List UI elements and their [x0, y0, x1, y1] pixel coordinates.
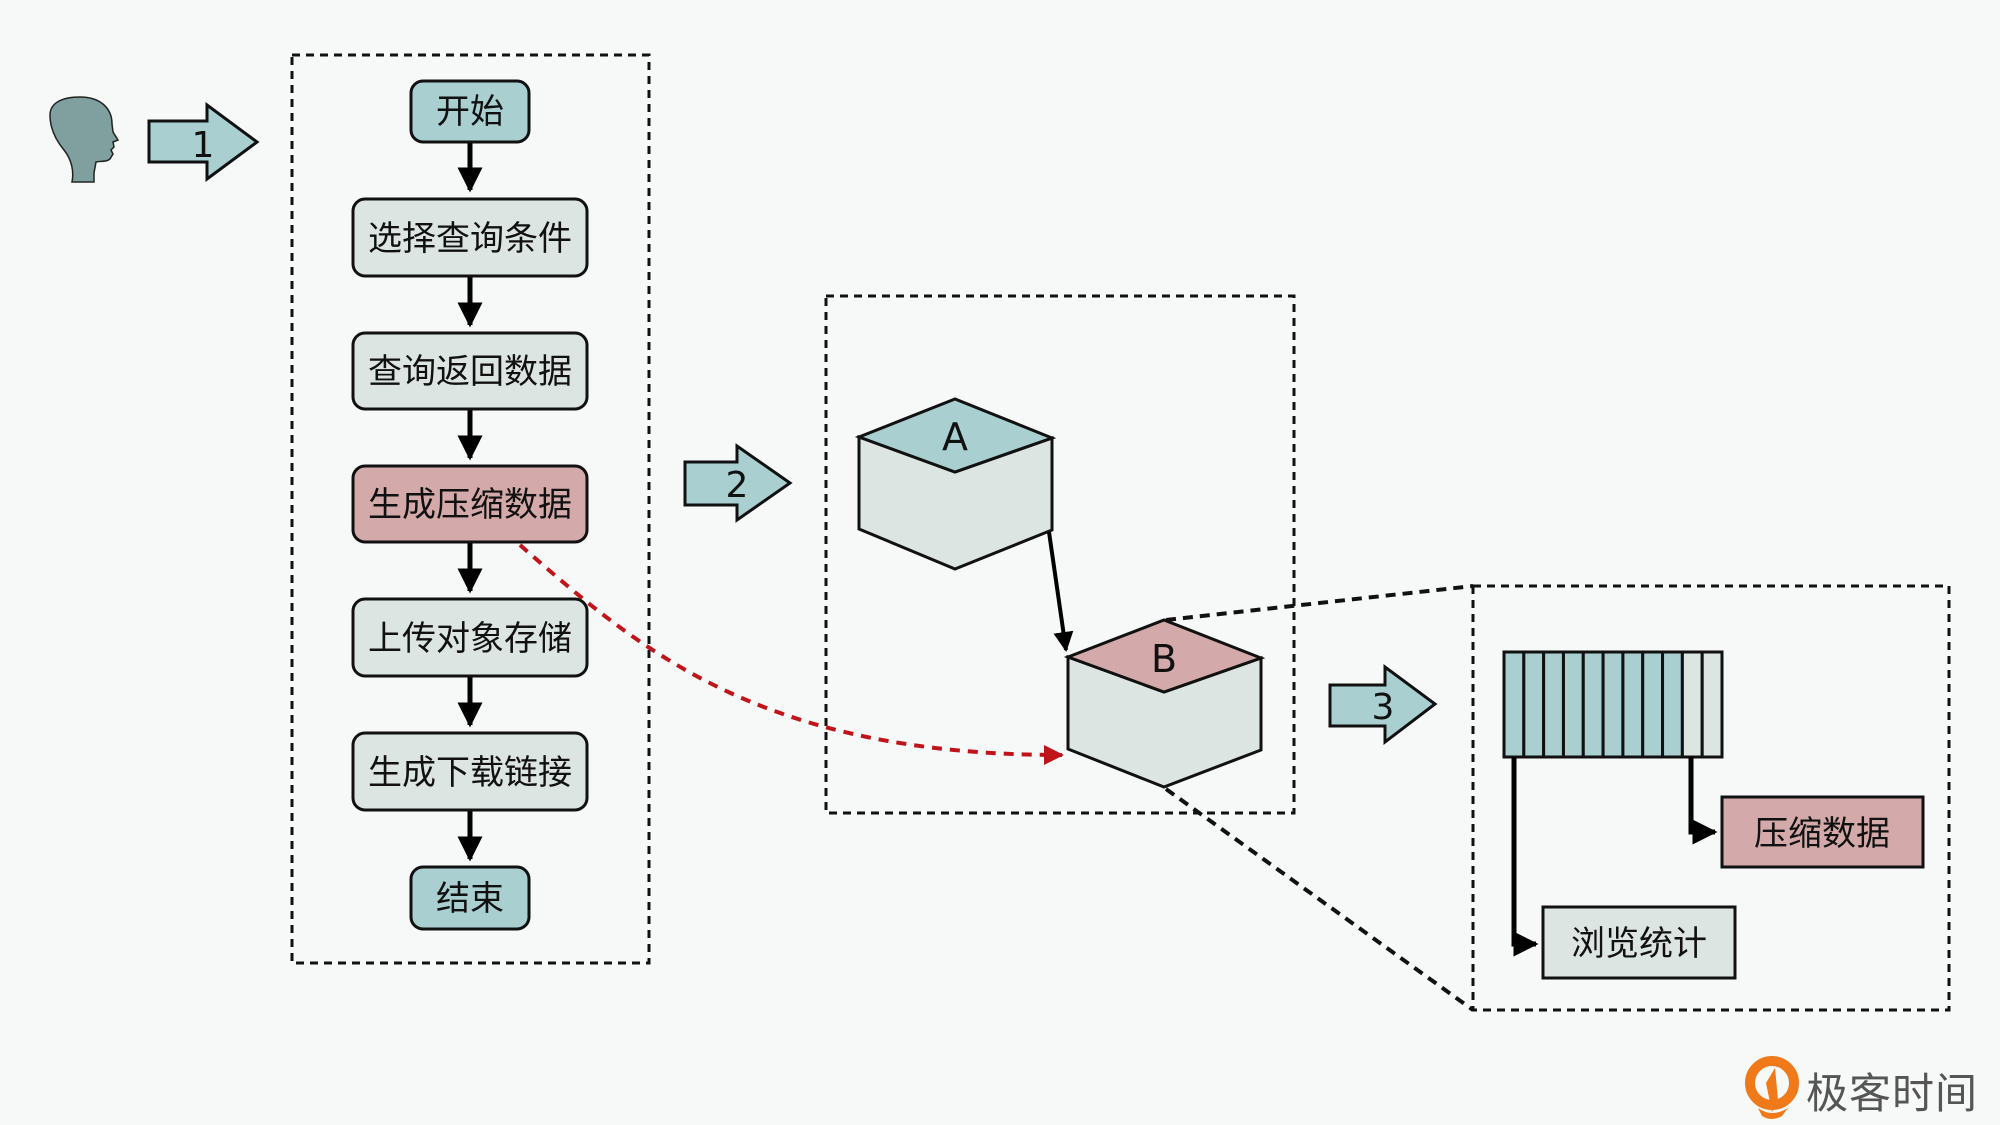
detail-connectors: [1511, 757, 1718, 957]
strip-cell-empty: [1700, 650, 1724, 759]
strip-cell-empty: [1680, 650, 1704, 759]
strip-cell-filled: [1561, 650, 1585, 759]
person-head-icon: [49, 96, 120, 183]
strip-cell-filled: [1542, 650, 1565, 759]
strip-cell-filled: [1601, 650, 1625, 759]
strip-cell-filled: [1581, 650, 1605, 759]
step-label: 选择查询条件: [368, 219, 572, 259]
step-arrow-1-label: 1: [192, 125, 215, 166]
output-compressed-data[interactable]: 压缩数据: [1720, 795, 1925, 869]
data-block-strip: [1502, 650, 1724, 759]
step-generate-download-link[interactable]: 生成下载链接: [351, 731, 589, 812]
step-arrow-1: 1: [147, 102, 260, 182]
step-arrow-2-label: 2: [726, 465, 749, 506]
step-end-label: 结束: [436, 879, 504, 919]
detail-container: [1471, 584, 1951, 1012]
strip-cell-filled: [1661, 650, 1684, 759]
logo-text: 极客时间: [1806, 1069, 1979, 1118]
step-label: 生成下载链接: [368, 753, 572, 793]
step-label: 上传对象存储: [368, 619, 572, 659]
step-label: 查询返回数据: [368, 352, 572, 392]
step-upload-object-storage[interactable]: 上传对象存储: [351, 597, 589, 678]
step-generate-compressed-data[interactable]: 生成压缩数据: [351, 464, 589, 544]
step-arrow-3-label: 3: [1372, 687, 1395, 728]
step-end[interactable]: 结束: [409, 865, 531, 931]
step-select-query-conditions[interactable]: 选择查询条件: [351, 197, 589, 278]
storage-container: [824, 294, 1296, 815]
step-arrow-2: 2: [683, 443, 793, 523]
node-a-label: A: [942, 415, 968, 459]
zoom-line-top: [1165, 584, 1474, 622]
step-arrow-3: 3: [1328, 664, 1438, 746]
step-start-label: 开始: [436, 92, 504, 132]
strip-cell-filled: [1621, 650, 1645, 759]
connector-a-to-b: [1047, 531, 1074, 652]
compressed-data-flow-curve: [518, 543, 1064, 765]
flowchart-container: [290, 53, 651, 965]
strip-cell-filled: [1502, 650, 1526, 759]
step-query-return-data[interactable]: 查询返回数据: [351, 331, 589, 411]
storage-node-a[interactable]: A: [854, 397, 1057, 571]
output-label: 浏览统计: [1571, 924, 1707, 964]
output-label: 压缩数据: [1754, 814, 1890, 854]
strip-cell-filled: [1522, 650, 1546, 759]
zoom-line-bottom: [1164, 787, 1475, 1012]
step-start[interactable]: 开始: [409, 79, 531, 144]
geektime-logo-icon: [1745, 1056, 1799, 1119]
node-b-label: B: [1151, 637, 1177, 681]
step-label: 生成压缩数据: [368, 485, 572, 525]
strip-cell-filled: [1641, 650, 1665, 759]
output-browse-stats[interactable]: 浏览统计: [1541, 905, 1737, 980]
storage-node-b[interactable]: B: [1063, 618, 1266, 789]
